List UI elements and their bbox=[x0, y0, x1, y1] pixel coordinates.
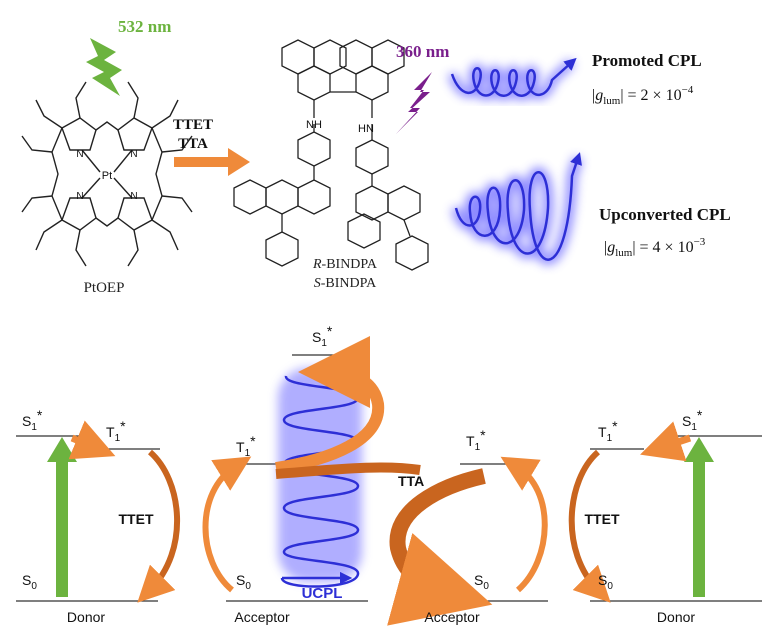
donor-right-t1-label: T1* bbox=[598, 418, 618, 444]
pt-atom-label: Pt bbox=[102, 170, 112, 182]
upconverted-glum-value: |glum| = 4 × 10−3 bbox=[604, 236, 706, 259]
upconverted-cpl-title: Upconverted CPL bbox=[599, 205, 731, 224]
n-atom-label: N bbox=[76, 149, 83, 160]
ttet-left-exchange bbox=[137, 449, 252, 603]
tta-label: TTA bbox=[398, 473, 424, 489]
donor-left-label: Donor bbox=[67, 609, 105, 625]
r-bindpa-label: R-BINDPA bbox=[312, 257, 378, 272]
green-lightning-icon bbox=[86, 38, 122, 96]
ptoep-molecule bbox=[21, 81, 193, 267]
isc-right-arrow bbox=[640, 421, 692, 462]
ttet-process-label: TTET bbox=[173, 117, 213, 133]
donor-left-t1-label: T1* bbox=[106, 418, 126, 444]
process-arrow-icon bbox=[174, 148, 250, 176]
excitation-360-label: 360 nm bbox=[396, 42, 449, 61]
donor-right-label: Donor bbox=[657, 609, 695, 625]
donor-right-s1-label: S1* bbox=[682, 407, 703, 433]
s-bindpa-label: S-BINDPA bbox=[314, 276, 377, 291]
ttet-right-exchange bbox=[500, 449, 611, 603]
n-atom-label: N bbox=[130, 149, 137, 160]
donor-right-s0-label: S0 bbox=[598, 572, 613, 592]
excitation-532-label: 532 nm bbox=[118, 17, 171, 36]
tta-cross-arrow bbox=[275, 462, 421, 479]
ttet-left-label: TTET bbox=[119, 511, 154, 527]
donor-right-excitation-arrow bbox=[684, 437, 714, 597]
tta-down-arrow bbox=[387, 468, 493, 626]
acceptor-right-s0-label: S0 bbox=[474, 572, 489, 592]
acceptor-left-label: Acceptor bbox=[234, 609, 290, 625]
promoted-glum-value: |glum| = 2 × 10−4 bbox=[592, 84, 694, 107]
n-atom-label: N bbox=[130, 191, 137, 202]
acceptor-left-s0-label: S0 bbox=[236, 572, 251, 592]
donor-molecule-name: PtOEP bbox=[84, 280, 125, 296]
acceptor-right-t1-label: T1* bbox=[466, 427, 486, 453]
bindpa-molecule bbox=[233, 39, 429, 271]
isc-left-arrow bbox=[68, 420, 116, 460]
tta-process-label: TTA bbox=[178, 136, 208, 152]
ucpl-label: UCPL bbox=[302, 585, 343, 602]
acceptor-left-t1-label: T1* bbox=[236, 433, 256, 459]
ttet-right-label: TTET bbox=[585, 511, 620, 527]
hn-label: HN bbox=[358, 123, 374, 135]
purple-lightning-icon bbox=[396, 72, 432, 134]
energy-levels bbox=[16, 354, 762, 602]
center-s1-label: S1* bbox=[312, 323, 333, 349]
n-atom-label: N bbox=[76, 191, 83, 202]
promoted-cpl-helix bbox=[447, 57, 577, 101]
donor-left-excitation-arrow bbox=[47, 437, 77, 597]
acceptor-right-label: Acceptor bbox=[424, 609, 480, 625]
tta-up-arrow bbox=[275, 336, 385, 474]
nh-label: NH bbox=[306, 119, 322, 131]
promoted-cpl-title: Promoted CPL bbox=[592, 51, 702, 70]
donor-left-s0-label: S0 bbox=[22, 572, 37, 592]
donor-left-s1-label: S1* bbox=[22, 407, 43, 433]
upconverted-cpl-helix bbox=[451, 152, 583, 265]
